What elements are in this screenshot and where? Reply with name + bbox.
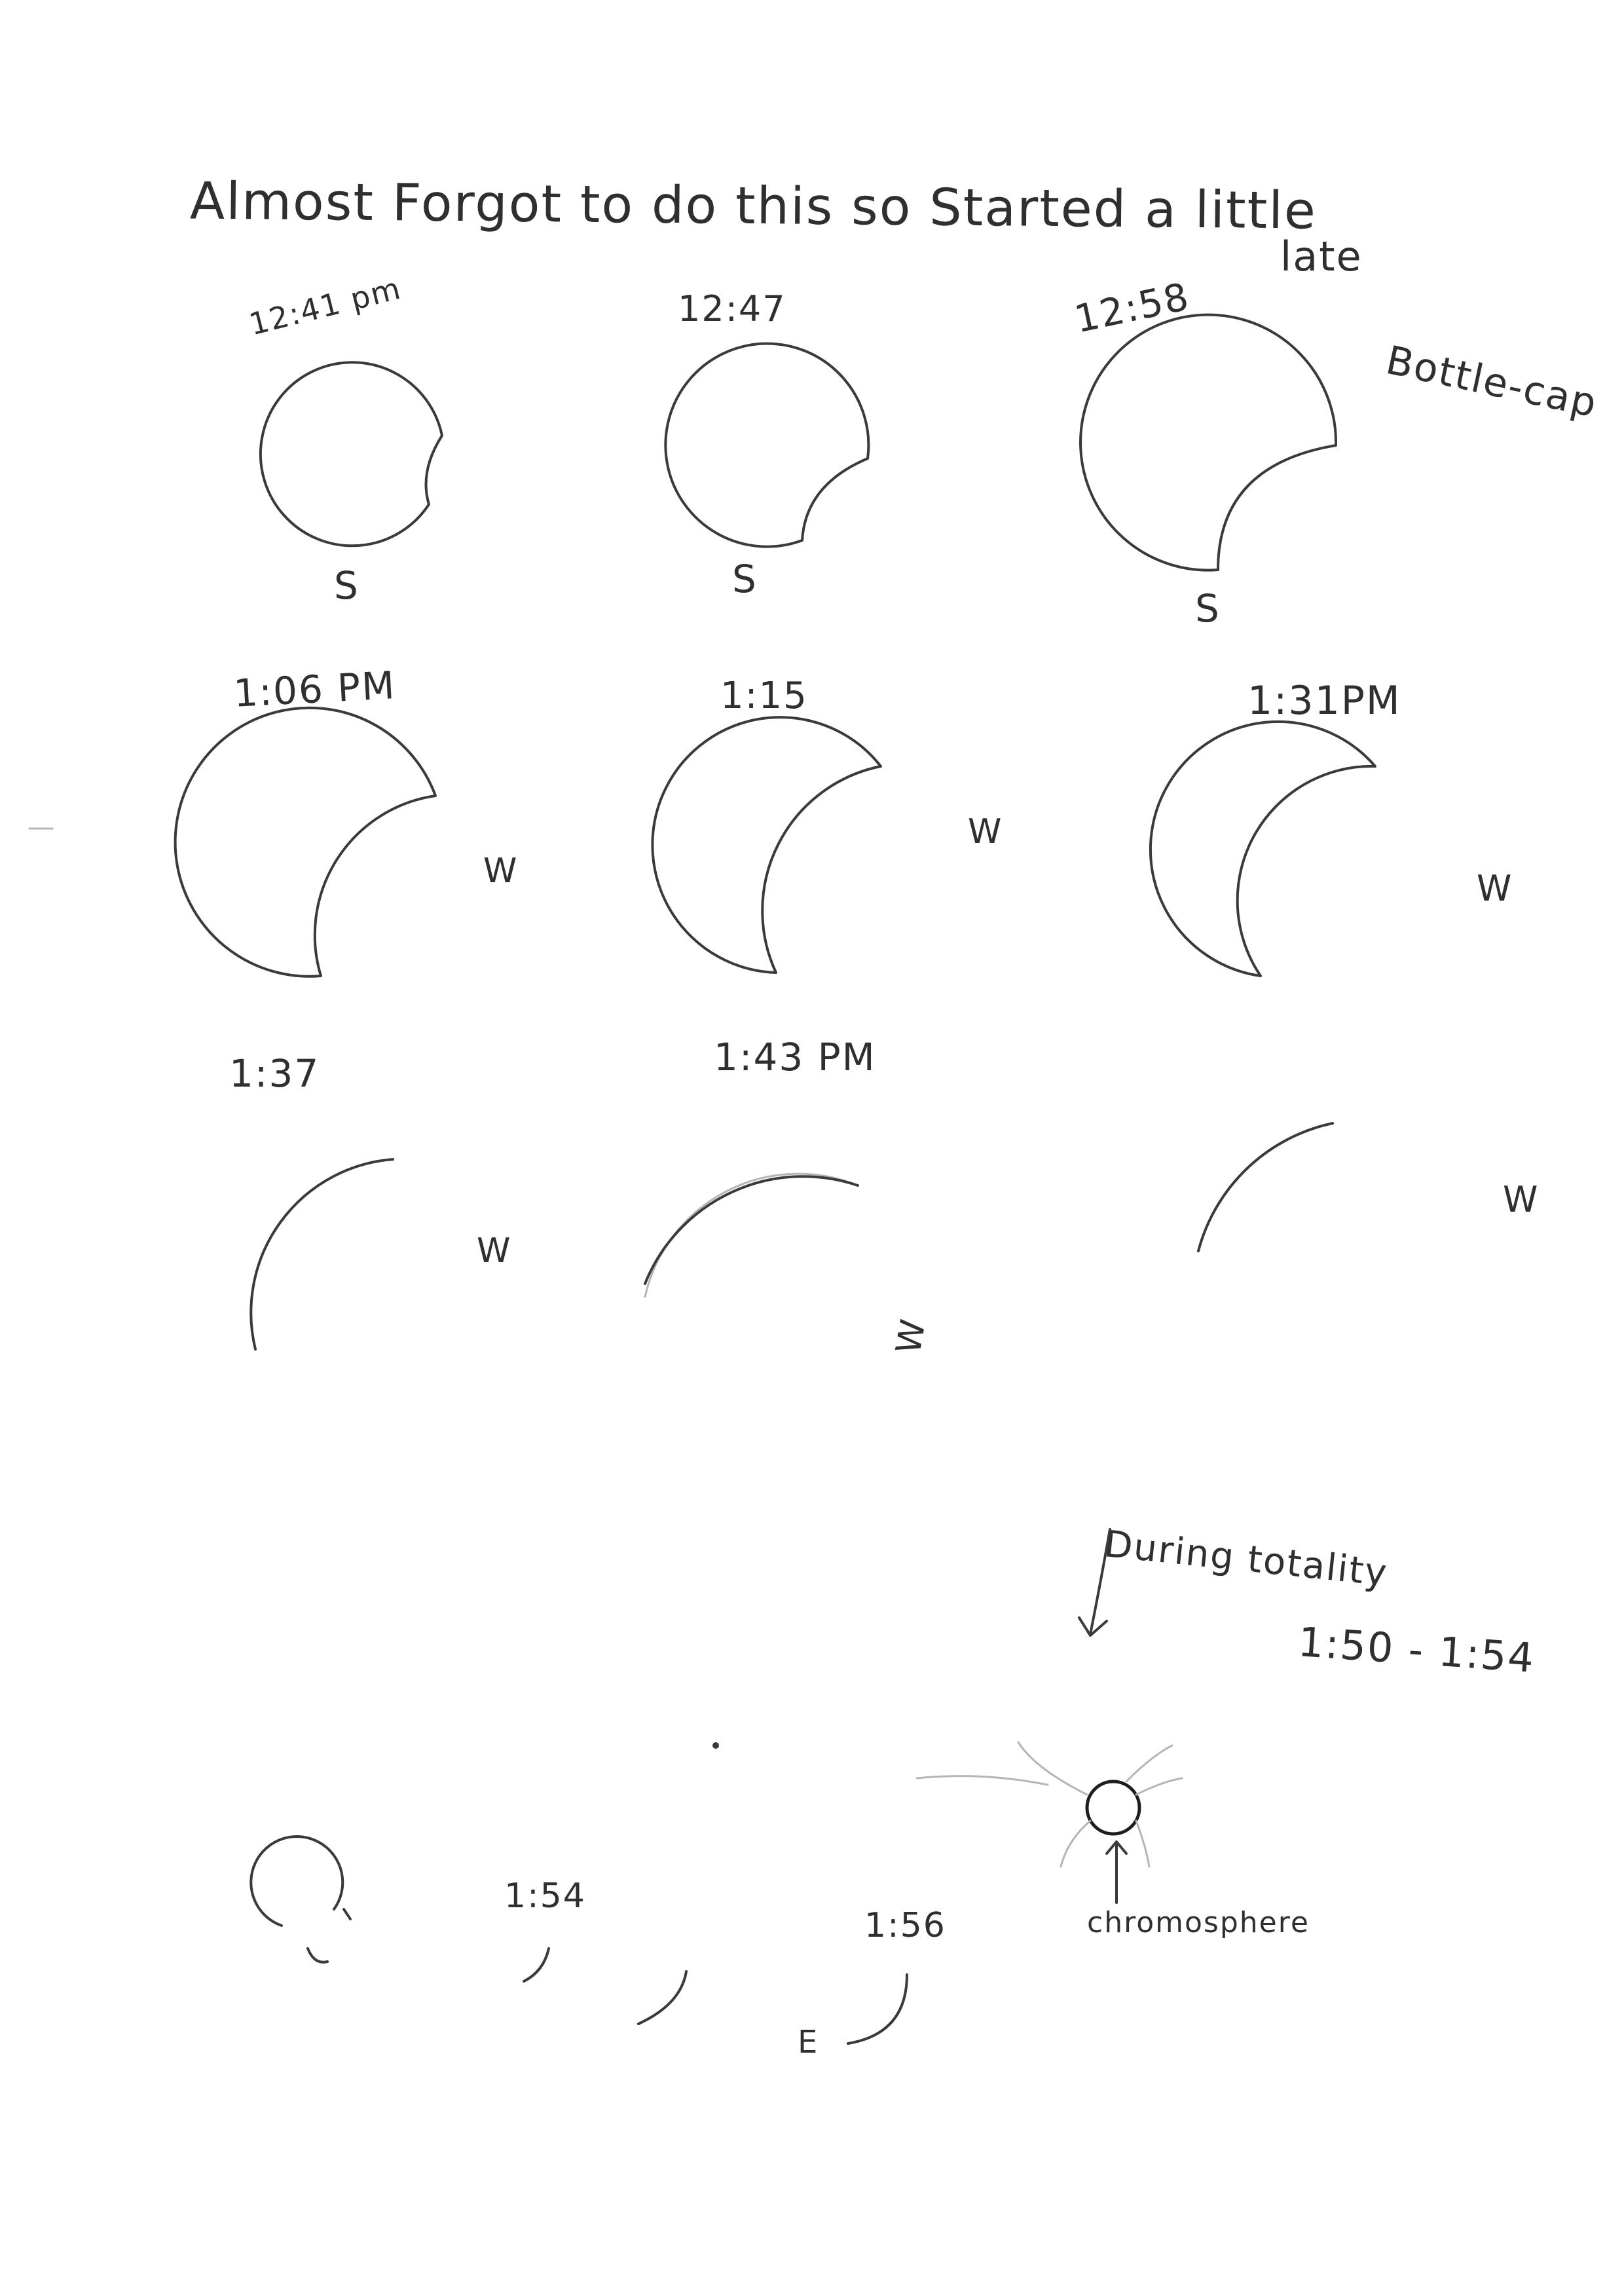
direction-label-5: W — [968, 812, 1003, 851]
sun-sketch-1247 — [664, 342, 870, 548]
chromosphere-label: chromosphere — [1087, 1906, 1310, 1939]
direction-label-1: S — [334, 563, 360, 608]
crescent-sketch-106 — [174, 706, 437, 978]
crescent-sketch-143 — [644, 1172, 859, 1298]
direction-label-2: S — [732, 557, 758, 601]
crescent-sketch-143-edge — [644, 1175, 859, 1285]
diamond-ring-sketch — [249, 1835, 352, 1964]
stray-dot — [712, 1742, 719, 1749]
crescent-sketch-115 — [651, 716, 882, 974]
totality-arrow — [1078, 1528, 1111, 1637]
totality-corona-sketch — [915, 1741, 1183, 1904]
bottom-crescent-c — [847, 1973, 908, 2045]
direction-label-9: W — [1503, 1179, 1540, 1220]
time-label-6: 1:31PM — [1247, 678, 1401, 724]
crescent-sketch-last — [1197, 1122, 1334, 1252]
crescent-sketch-131 — [1149, 720, 1376, 977]
time-label-7: 1:37 — [229, 1051, 320, 1096]
bottom-crescent-b — [637, 1970, 688, 2025]
time-label-bottom-a: 1:54 — [504, 1876, 586, 1916]
crescent-sketch-137 — [249, 1158, 394, 1351]
direction-label-7: W — [477, 1231, 512, 1271]
time-label-bottom-b: 1:56 — [864, 1906, 946, 1945]
time-label-8: 1:43 PM — [714, 1035, 876, 1079]
direction-label-6: W — [1477, 868, 1513, 909]
sun-sketch-1258 — [1079, 313, 1338, 572]
header-late: late — [1280, 233, 1363, 280]
time-label-5: 1:15 — [720, 675, 808, 717]
direction-label-3: S — [1195, 586, 1221, 631]
direction-label-bottom-e: E — [798, 2024, 819, 2061]
time-label-2: 12:47 — [678, 288, 786, 329]
direction-label-4: W — [483, 851, 519, 891]
sun-sketch-1241 — [259, 361, 443, 548]
bottom-crescent-a — [523, 1947, 550, 1983]
